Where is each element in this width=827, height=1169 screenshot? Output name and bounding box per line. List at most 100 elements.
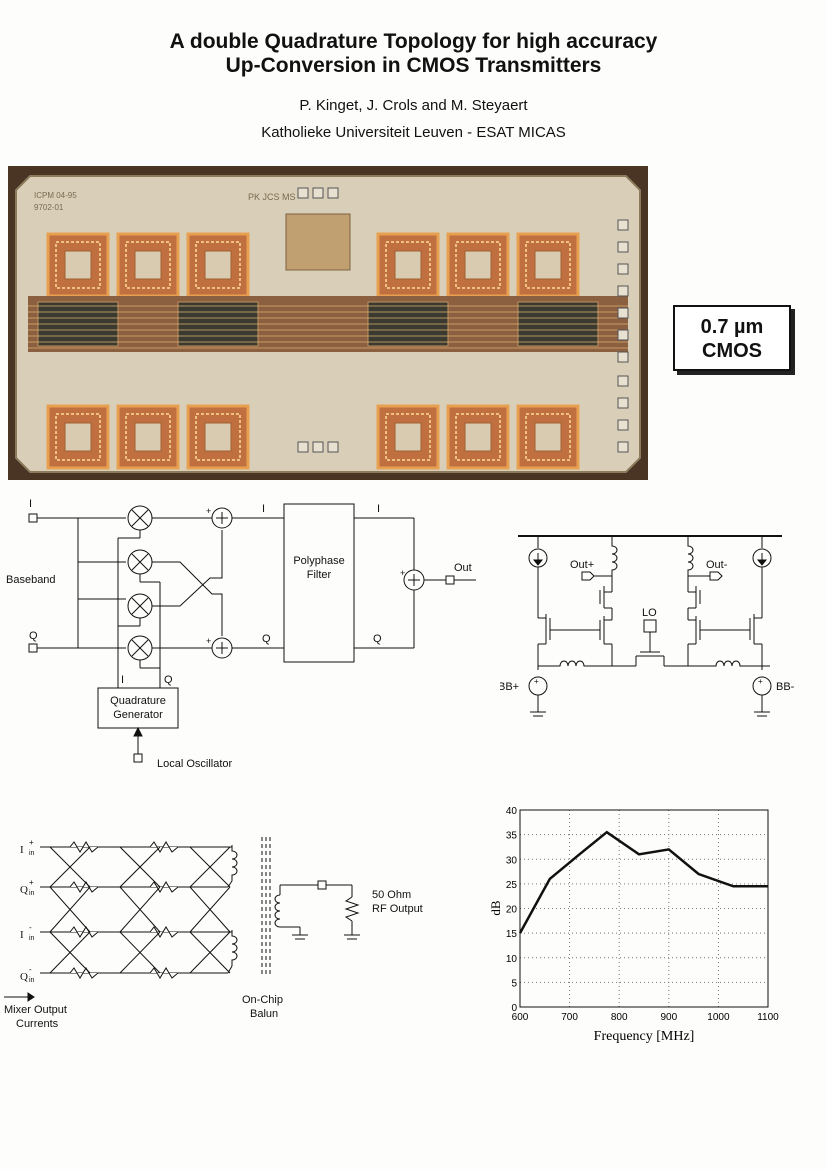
die-inductor: [516, 232, 580, 298]
label-quad-gen-2: Generator: [113, 709, 163, 721]
bond-pad: [617, 219, 629, 231]
die-inductor: [46, 232, 110, 298]
polyphase-filter: [283, 503, 355, 663]
chart-ytick-label: 15: [506, 929, 518, 940]
network-resistor: [149, 881, 179, 893]
bond-pad: [327, 187, 339, 199]
bond-pad: [617, 241, 629, 253]
bb-plus-sign: +: [534, 677, 539, 686]
bond-pad: [617, 307, 629, 319]
label-rf-output-2: RF Output: [372, 903, 423, 915]
network-resistor: [69, 926, 99, 938]
plus-3: +: [400, 568, 405, 578]
network-input-sup-1: +: [29, 838, 34, 847]
bb-minus-sign: +: [758, 677, 763, 686]
label-lo: LO: [642, 607, 657, 619]
network-resistor: [149, 926, 179, 938]
chart-ytick-label: 40: [506, 806, 518, 817]
bond-pad: [617, 351, 629, 363]
die-inductor: [46, 404, 110, 470]
bond-pad: [617, 441, 629, 453]
die-inductor: [186, 232, 250, 298]
network-input-label-4: Q: [20, 971, 28, 983]
chart-xtick-label: 700: [561, 1012, 578, 1023]
label-out-plus: Out+: [570, 559, 594, 571]
bond-pad: [617, 263, 629, 275]
label-out: Out: [454, 562, 472, 574]
label-polyphase-1: Polyphase: [293, 555, 344, 567]
block-diagram: I Q Baseband I Q Quadrature Generator Lo…: [6, 498, 476, 770]
label-input-i: I: [29, 498, 32, 510]
die-marking-mid: PK JCS MS: [248, 192, 296, 202]
adder-i: [211, 507, 233, 529]
network-cross-wire: [119, 886, 161, 933]
label-balun-2: Balun: [250, 1008, 278, 1020]
chart-xtick-label: 1000: [707, 1012, 730, 1023]
bond-pad: [297, 187, 309, 199]
die-inductor: [446, 404, 510, 470]
die-inductor: [516, 404, 580, 470]
die-inductor: [376, 404, 440, 470]
label-i-filter-in: I: [262, 503, 265, 515]
terminal-i: [28, 513, 38, 523]
die-inductor: [446, 232, 510, 298]
network-cross-wire: [49, 846, 91, 888]
terminal-q: [28, 643, 38, 653]
label-local-oscillator: Local Oscillator: [157, 758, 233, 770]
network-cross-wire: [119, 931, 161, 974]
chart-xtick-label: 1100: [757, 1012, 779, 1023]
label-baseband: Baseband: [6, 574, 56, 586]
network-cross-wire: [119, 846, 161, 888]
die-pad-block: [285, 213, 351, 271]
label-mixer-output-1: Mixer Output: [4, 1004, 67, 1016]
die-inductor: [186, 404, 250, 470]
chart-ytick-label: 20: [506, 905, 518, 916]
die-photo: ICPM 04-95 9702-01 PK JCS MS: [8, 166, 648, 480]
bond-pad: [327, 441, 339, 453]
network-input-sup-4: -: [29, 965, 32, 974]
network-input-sub-4: in: [29, 977, 35, 984]
chart-ytick-label: 5: [511, 978, 517, 989]
authors: P. Kinget, J. Crols and M. Steyaert: [299, 97, 528, 114]
network-input-sub-1: in: [29, 850, 35, 857]
label-out-minus: Out-: [706, 559, 728, 571]
network-wire: [227, 880, 233, 888]
network-wire: [227, 965, 233, 974]
rf-terminal: [317, 880, 327, 890]
chart-xtick-label: 900: [660, 1012, 677, 1023]
bond-pad: [312, 187, 324, 199]
label-rf-output-1: 50 Ohm: [372, 889, 411, 901]
label-q-filter-in: Q: [262, 633, 271, 645]
label-balun-1: On-Chip: [242, 994, 283, 1006]
label-polyphase-2: Filter: [307, 569, 332, 581]
bond-pad: [617, 329, 629, 341]
plus-2: +: [206, 636, 211, 646]
network-cross-wire: [189, 886, 231, 933]
chart-xtick-label: 600: [512, 1012, 529, 1023]
chart-ytick-label: 30: [506, 855, 518, 866]
mixer-4: [127, 635, 153, 661]
mixer-circuit: Out+ Out- LO BB+ BB- + +: [500, 535, 795, 717]
label-mixer-output-2: Currents: [16, 1018, 59, 1030]
chart-series-line: [518, 830, 768, 934]
label-input-q: Q: [29, 630, 38, 642]
label-gen-q: Q: [164, 674, 173, 686]
chart-ytick-label: 25: [506, 880, 518, 891]
network-resistor: [69, 841, 99, 853]
adder-q: [211, 637, 233, 659]
label-gen-i: I: [121, 674, 124, 686]
badge-line2: CMOS: [702, 340, 762, 362]
quadrature-generator: [97, 687, 179, 729]
bond-pad: [617, 375, 629, 387]
chart-grid: [519, 809, 769, 1008]
polyphase-network: I in + Q in + I in - Q in - Mixer Output…: [4, 837, 423, 1030]
chart-ytick-label: 10: [506, 954, 518, 965]
network-input-label-3: I: [20, 929, 24, 941]
badge-line1: 0.7 µm: [700, 316, 764, 338]
label-bb-minus: BB-: [776, 681, 795, 693]
plus-1: +: [206, 506, 211, 516]
network-resistor: [69, 967, 99, 979]
network-resistor: [69, 881, 99, 893]
poster-title-line2: Up-Conversion in CMOS Transmitters: [225, 54, 602, 77]
